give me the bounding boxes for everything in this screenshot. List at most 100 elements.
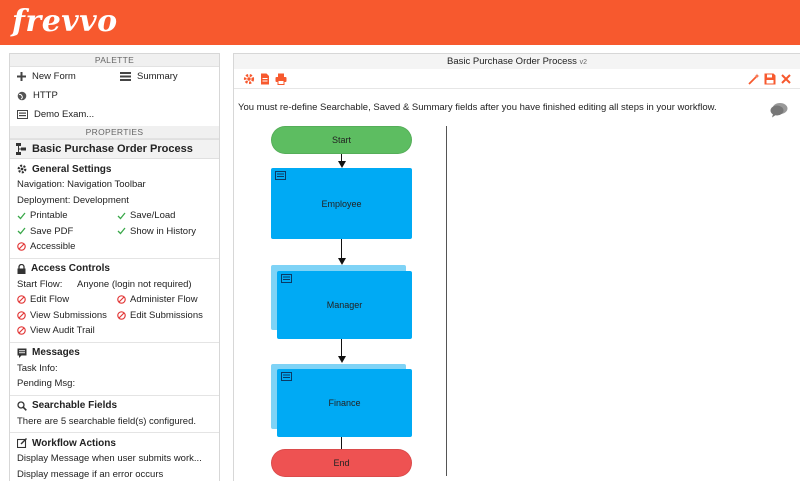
close-icon[interactable] <box>780 73 792 85</box>
flow-node-employee[interactable]: Employee <box>271 168 412 239</box>
form-icon <box>17 110 28 119</box>
canvas-title-bar: Basic Purchase Order Process v2 <box>234 54 800 69</box>
messages-group: Messages Task Info: Pending Msg: <box>10 343 219 396</box>
start-node-label: Start <box>331 135 351 145</box>
navigation-setting[interactable]: Navigation: Navigation Toolbar <box>17 179 146 190</box>
searchable-fields-group: Searchable Fields There are 5 searchable… <box>10 396 219 433</box>
magic-wand-icon[interactable] <box>748 73 760 85</box>
prohibited-icon <box>117 310 126 320</box>
show-in-history-toggle[interactable]: Show in History <box>117 224 196 240</box>
properties-header: PROPERTIES <box>10 126 219 139</box>
save-load-label: Save/Load <box>130 210 176 221</box>
view-audit-label: View Audit Trail <box>30 325 95 336</box>
summary-icon <box>120 72 131 81</box>
end-node-label: End <box>333 458 350 468</box>
flow-name: Basic Purchase Order Process <box>32 143 193 155</box>
canvas-toolbar <box>234 69 800 89</box>
connector-finance-end <box>341 437 342 450</box>
palette-http[interactable]: HTTP <box>17 90 58 101</box>
save-pdf-label: Save PDF <box>30 225 74 237</box>
connector-employee-manager <box>341 239 342 259</box>
frevvo-logo[interactable]: frevvo <box>12 4 118 39</box>
accessible-toggle[interactable]: Accessible <box>17 239 117 255</box>
check-icon <box>117 227 126 235</box>
edit-flow-label: Edit Flow <box>30 294 70 305</box>
check-icon <box>17 227 26 235</box>
flow-node-manager[interactable]: Manager <box>277 271 412 339</box>
prohibited-icon <box>17 326 26 336</box>
palette-demo-label: Demo Exam... <box>34 109 95 120</box>
palette-new-form-label: New Form <box>32 71 76 82</box>
administer-flow-permission[interactable]: Administer Flow <box>117 292 198 308</box>
task-info-setting[interactable]: Task Info: <box>17 362 58 374</box>
workflow-action-error-message[interactable]: Display message if an error occurs <box>17 468 164 480</box>
finance-node-label: Finance <box>328 398 361 408</box>
redefine-fields-notice: You must re-define Searchable, Saved & S… <box>238 102 717 113</box>
form-step-icon <box>281 372 292 381</box>
document-icon[interactable] <box>259 73 271 85</box>
top-header-bar: frevvo <box>0 0 800 45</box>
view-submissions-permission[interactable]: View Submissions <box>17 308 117 324</box>
messages-title: Messages <box>32 347 80 358</box>
left-panel: PALETTE New Form Summary HTTP Demo Exam.… <box>9 53 220 481</box>
palette-header: PALETTE <box>10 54 219 67</box>
save-load-toggle[interactable]: Save/Load <box>117 208 175 224</box>
settings-gear-icon[interactable] <box>243 73 255 85</box>
prohibited-icon <box>17 295 26 305</box>
workflow-actions-heading[interactable]: Workflow Actions <box>10 435 219 451</box>
save-icon[interactable] <box>764 73 776 85</box>
palette-new-form[interactable]: New Form <box>17 71 76 82</box>
pending-msg-setting[interactable]: Pending Msg: <box>17 378 76 389</box>
check-icon <box>17 212 26 220</box>
edit-submissions-permission[interactable]: Edit Submissions <box>117 308 203 324</box>
canvas-title: Basic Purchase Order Process <box>447 56 577 67</box>
view-audit-trail-permission[interactable]: View Audit Trail <box>17 323 117 339</box>
gear-icon <box>17 164 27 174</box>
search-icon <box>17 400 27 411</box>
flow-node-start[interactable]: Start <box>271 126 412 154</box>
flow-node-end[interactable]: End <box>271 449 412 477</box>
arrow-down-icon <box>337 356 346 363</box>
deployment-setting[interactable]: Deployment: Development <box>17 194 129 206</box>
connector-start-employee <box>341 154 342 164</box>
print-icon[interactable] <box>275 73 287 85</box>
access-controls-heading[interactable]: Access Controls <box>10 261 219 277</box>
edit-flow-permission[interactable]: Edit Flow <box>17 292 117 308</box>
form-step-icon <box>275 171 286 180</box>
flow-node-finance[interactable]: Finance <box>277 369 412 437</box>
flow-name-title: Basic Purchase Order Process <box>10 139 219 159</box>
message-icon <box>17 348 27 358</box>
version-label: v2 <box>579 59 587 66</box>
manager-node-label: Manager <box>326 300 363 310</box>
palette-summary[interactable]: Summary <box>120 71 178 82</box>
arrow-down-icon <box>337 161 346 168</box>
palette-summary-label: Summary <box>137 71 178 82</box>
start-flow-value: Anyone (login not required) <box>77 278 192 290</box>
flow-icon <box>16 143 26 155</box>
save-pdf-toggle[interactable]: Save PDF <box>17 224 117 240</box>
workflow-actions-group: Workflow Actions Display Message when us… <box>10 433 219 481</box>
general-settings-group: General Settings Navigation: Navigation … <box>10 159 219 259</box>
canvas-divider <box>446 126 447 476</box>
palette-demo-example[interactable]: Demo Exam... <box>17 109 94 120</box>
access-controls-title: Access Controls <box>31 263 110 274</box>
connector-manager-finance <box>341 339 342 358</box>
messages-heading[interactable]: Messages <box>10 345 219 361</box>
workflow-actions-title: Workflow Actions <box>32 437 116 449</box>
workflow-action-submit-message[interactable]: Display Message when user submits work..… <box>17 453 202 464</box>
start-flow-setting[interactable]: Start Flow: Anyone (login not required) <box>10 277 219 293</box>
palette-section: New Form Summary HTTP Demo Exam... <box>10 67 219 126</box>
view-submissions-label: View Submissions <box>30 309 107 321</box>
printable-toggle[interactable]: Printable <box>17 208 117 224</box>
workflow-designer-panel: Basic Purchase Order Process v2 You must… <box>233 53 800 481</box>
accessible-label: Accessible <box>30 241 76 252</box>
form-step-icon <box>281 274 292 283</box>
searchable-fields-heading[interactable]: Searchable Fields <box>10 398 219 414</box>
lock-icon <box>17 263 26 274</box>
prohibited-icon <box>17 310 26 320</box>
prohibited-icon <box>17 242 26 252</box>
check-icon <box>117 212 126 220</box>
general-settings-heading[interactable]: General Settings <box>10 161 219 177</box>
chat-bubble-icon[interactable] <box>770 102 788 118</box>
searchable-fields-summary[interactable]: There are 5 searchable field(s) configur… <box>17 415 197 427</box>
